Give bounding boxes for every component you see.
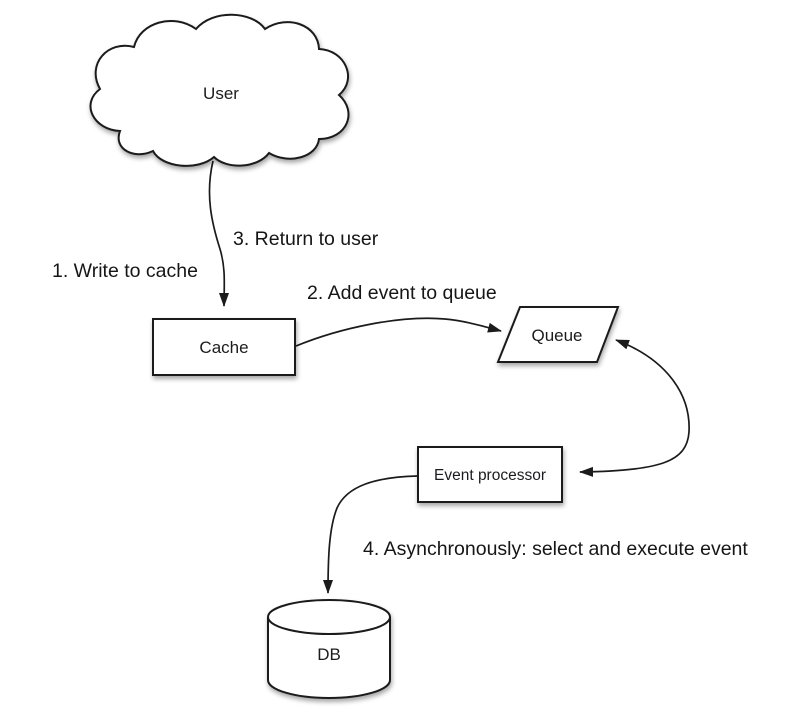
node-event-processor: Event processor [417, 446, 563, 503]
edge-label-add-event-to-queue: 2. Add event to queue [307, 282, 497, 304]
edge-label-write-to-cache: 1. Write to cache [52, 260, 198, 282]
event-processor-label: Event processor [434, 467, 546, 484]
queue-parallelogram [496, 306, 620, 363]
db-cylinder-body [267, 617, 391, 699]
cache-box [152, 318, 296, 376]
node-db: DB [267, 599, 391, 699]
node-cache: Cache [152, 318, 296, 376]
cache-label: Cache [199, 338, 248, 357]
event-processor-box [417, 446, 563, 503]
arrow-user-to-cache [208, 160, 230, 307]
arrow-queue-eventprocessor-bidirectional [579, 339, 690, 477]
db-cylinder-top [267, 599, 391, 635]
arrow-eventprocessor-to-db [323, 475, 419, 594]
node-user: User [89, 13, 350, 167]
db-label: DB [317, 645, 341, 664]
edge-label-async-select-execute: 4. Asynchronously: select and execute ev… [363, 538, 748, 560]
arrow-cache-to-queue [295, 317, 502, 347]
cloud-shape [89, 13, 350, 167]
queue-label: Queue [531, 326, 582, 345]
edge-label-return-to-user: 3. Return to user [233, 228, 379, 250]
user-label: User [203, 84, 239, 103]
node-queue: Queue [496, 306, 620, 363]
